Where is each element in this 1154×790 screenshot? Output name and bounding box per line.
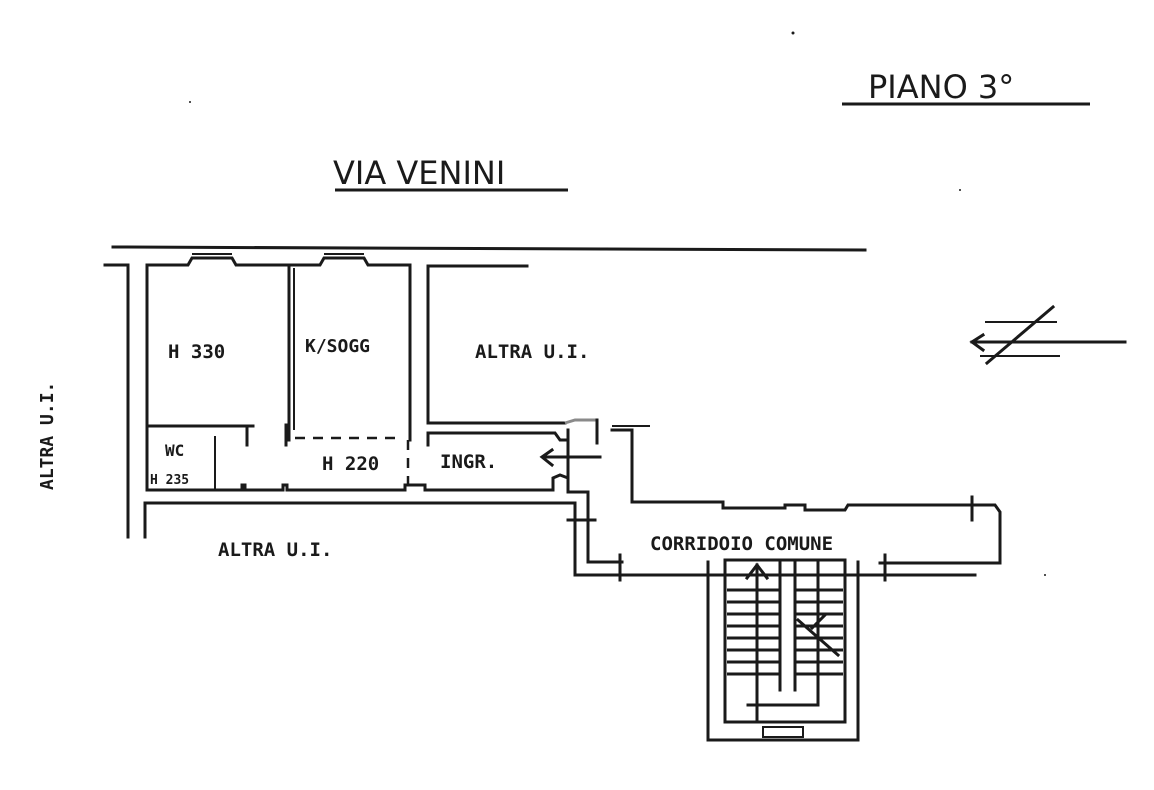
top-wall-with-windows <box>145 256 412 267</box>
wc-walls <box>145 424 255 490</box>
corridor-label: CORRIDOIO COMUNE <box>650 533 833 555</box>
north-arrow-icon <box>969 304 1127 366</box>
speck <box>1044 574 1046 576</box>
room-label-kitchen: K/SOGG <box>305 336 370 357</box>
street-name-text: VIA VENINI <box>333 154 505 192</box>
room-label-wc: WC <box>165 441 184 460</box>
room-label-wc-height: H 235 <box>150 473 189 488</box>
speck <box>791 31 795 35</box>
west-walls <box>103 263 149 539</box>
top-wall <box>145 253 412 267</box>
north-arrow-head <box>969 332 986 353</box>
floor-title-text: PIANO 3° <box>868 68 1014 106</box>
stair-window <box>762 726 804 738</box>
neighbor-label-south: ALTRA U.I. <box>218 539 332 561</box>
entry-arrow-head <box>539 447 555 468</box>
stair-shaft <box>723 558 847 724</box>
other-unit-ne-walls <box>426 264 567 425</box>
room-label-main: H 330 <box>168 341 225 363</box>
neighbor-label-north-east: ALTRA U.I. <box>475 341 589 363</box>
corridor-north-wall <box>610 428 1002 565</box>
room-label-entrance: INGR. <box>440 451 497 473</box>
landing-inner-wall <box>566 428 624 564</box>
entrance-north-wall <box>426 431 570 447</box>
floor-title: PIANO 3° <box>842 68 1090 106</box>
stair-cut-line <box>795 617 841 658</box>
faded-wall-segment <box>564 418 598 425</box>
stair-outer-wall <box>706 560 860 742</box>
neighbor-label-west: ALTRA U.I. <box>37 382 58 490</box>
entry-arrow-icon <box>539 447 602 468</box>
street-facade-line <box>111 245 867 252</box>
speck <box>959 189 961 191</box>
room-label-hall: H 220 <box>322 453 379 475</box>
apartment-south-wall <box>145 473 570 492</box>
south-boundary-wall <box>143 501 977 577</box>
stair-up-arrow-head <box>744 562 770 581</box>
west-outer-wall <box>103 263 130 539</box>
speck <box>189 101 191 103</box>
street-label: VIA VENINI <box>333 154 568 192</box>
staircase-icon <box>706 558 860 742</box>
north-arrow-slash <box>984 304 1056 366</box>
stair-cut-mark <box>809 612 828 631</box>
